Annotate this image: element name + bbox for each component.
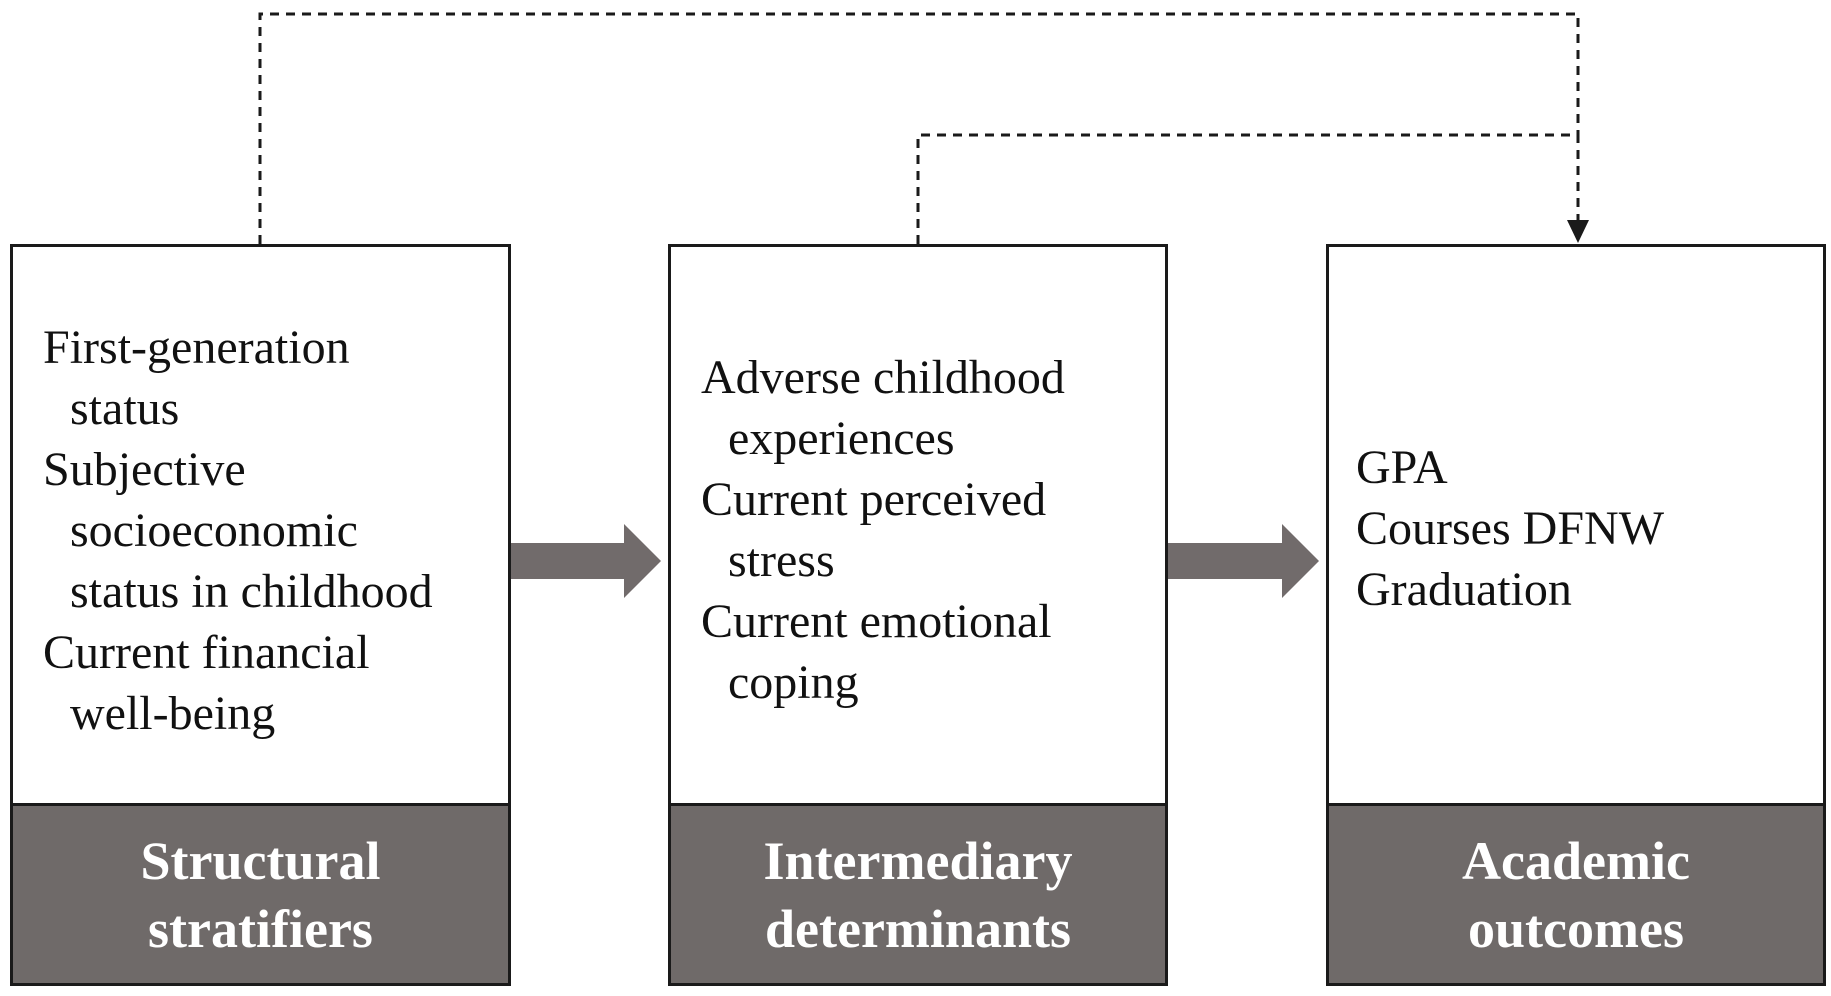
list-item: Current financial well-being bbox=[43, 622, 433, 744]
item-line: stress bbox=[728, 534, 835, 587]
list-item: Current emotional coping bbox=[701, 591, 1065, 713]
dashed-connector-intermediary-to-outcomes bbox=[916, 133, 1580, 244]
list-item: Current perceived stress bbox=[701, 469, 1065, 591]
dashed-connector-arrowhead bbox=[1567, 220, 1589, 243]
academic-outcomes-body: GPA Courses DFNW Graduation bbox=[1329, 247, 1823, 806]
item-line: First-generation bbox=[43, 321, 350, 374]
item-line: well-being bbox=[70, 687, 276, 740]
item-line: Current financial bbox=[43, 626, 370, 679]
item-line: coping bbox=[728, 656, 859, 709]
list-item: Adverse childhood experiences bbox=[701, 347, 1065, 469]
heading-line: Academic bbox=[1462, 830, 1690, 891]
intermediary-determinants-heading: Intermediary determinants bbox=[671, 806, 1165, 983]
item-line: Adverse childhood bbox=[701, 351, 1065, 404]
item-line: Current emotional bbox=[701, 595, 1052, 648]
academic-outcomes-list: GPA Courses DFNW Graduation bbox=[1356, 437, 1664, 620]
list-item: Courses DFNW bbox=[1356, 498, 1664, 559]
block-arrow-structural-to-intermediary bbox=[511, 524, 661, 598]
item-line: socioeconomic bbox=[70, 504, 358, 557]
list-item: GPA bbox=[1356, 437, 1664, 498]
heading-line: determinants bbox=[765, 898, 1071, 959]
item-line: experiences bbox=[728, 412, 955, 465]
structural-stratifiers-box: First-generation status Subjective socio… bbox=[10, 244, 511, 986]
list-item: Subjective socioeconomic status in child… bbox=[43, 439, 433, 622]
item-line: GPA bbox=[1356, 441, 1448, 494]
dashed-connector-structural-to-outcomes bbox=[258, 12, 1580, 244]
item-line: status bbox=[70, 382, 180, 435]
heading-line: Structural bbox=[140, 830, 381, 891]
heading-line: Intermediary bbox=[763, 830, 1073, 891]
structural-stratifiers-body: First-generation status Subjective socio… bbox=[13, 247, 508, 806]
structural-stratifiers-heading: Structural stratifiers bbox=[13, 806, 508, 983]
academic-outcomes-box: GPA Courses DFNW Graduation Academic out… bbox=[1326, 244, 1826, 986]
item-line: status in childhood bbox=[70, 565, 433, 618]
list-item: Graduation bbox=[1356, 559, 1664, 620]
item-line: Graduation bbox=[1356, 563, 1572, 616]
structural-stratifiers-list: First-generation status Subjective socio… bbox=[43, 317, 433, 744]
intermediary-determinants-box: Adverse childhood experiences Current pe… bbox=[668, 244, 1168, 986]
item-line: Current perceived bbox=[701, 473, 1047, 526]
heading-line: outcomes bbox=[1468, 898, 1684, 959]
item-line: Courses DFNW bbox=[1356, 502, 1664, 555]
heading-line: stratifiers bbox=[148, 898, 373, 959]
block-arrow-intermediary-to-outcomes bbox=[1168, 524, 1319, 598]
intermediary-determinants-body: Adverse childhood experiences Current pe… bbox=[671, 247, 1165, 806]
intermediary-determinants-list: Adverse childhood experiences Current pe… bbox=[701, 347, 1065, 713]
academic-outcomes-heading: Academic outcomes bbox=[1329, 806, 1823, 983]
list-item: First-generation status bbox=[43, 317, 433, 439]
item-line: Subjective bbox=[43, 443, 246, 496]
